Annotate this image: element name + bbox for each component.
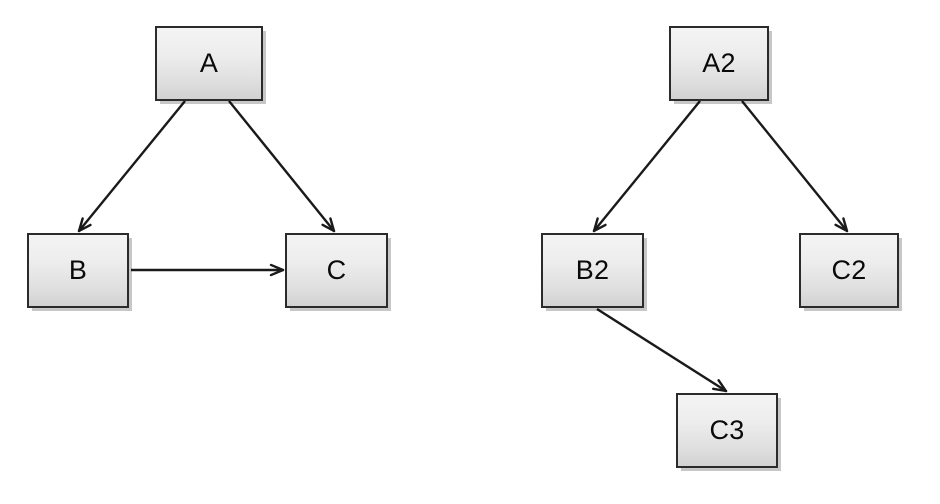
arrowhead-icon bbox=[321, 217, 336, 233]
arrowhead-icon bbox=[77, 217, 92, 233]
edge-line bbox=[593, 100, 701, 232]
node-c3[interactable]: C3 bbox=[676, 393, 778, 468]
edge-A2-to-C2[interactable] bbox=[741, 100, 849, 233]
node-label-b2: B2 bbox=[575, 255, 610, 285]
node-c2[interactable]: C2 bbox=[799, 233, 899, 308]
edge-A-to-C[interactable] bbox=[228, 100, 336, 233]
node-label-b: B bbox=[68, 255, 88, 285]
edge-A-to-B[interactable] bbox=[77, 100, 186, 233]
node-c[interactable]: C bbox=[285, 233, 388, 308]
edge-B2-to-C3[interactable] bbox=[596, 307, 728, 393]
arrowhead-icon bbox=[711, 379, 728, 393]
node-label-c2: C2 bbox=[831, 255, 867, 285]
node-label-c3: C3 bbox=[709, 415, 745, 445]
node-b2[interactable]: B2 bbox=[541, 233, 644, 308]
arrowhead-icon bbox=[834, 217, 849, 233]
arrowhead-icon bbox=[269, 263, 285, 277]
edge-line bbox=[596, 307, 727, 393]
node-a2[interactable]: A2 bbox=[669, 26, 769, 101]
edge-line bbox=[741, 100, 848, 232]
node-label-a: A bbox=[199, 48, 219, 78]
node-label-c: C bbox=[326, 255, 347, 285]
node-b[interactable]: B bbox=[27, 233, 129, 308]
edge-line bbox=[78, 100, 186, 232]
node-a[interactable]: A bbox=[155, 26, 263, 101]
edge-B-to-C[interactable] bbox=[131, 263, 285, 277]
edge-A2-to-B2[interactable] bbox=[592, 100, 701, 233]
arrowhead-icon bbox=[592, 217, 607, 233]
node-label-a2: A2 bbox=[702, 48, 736, 78]
edge-line bbox=[228, 100, 335, 232]
